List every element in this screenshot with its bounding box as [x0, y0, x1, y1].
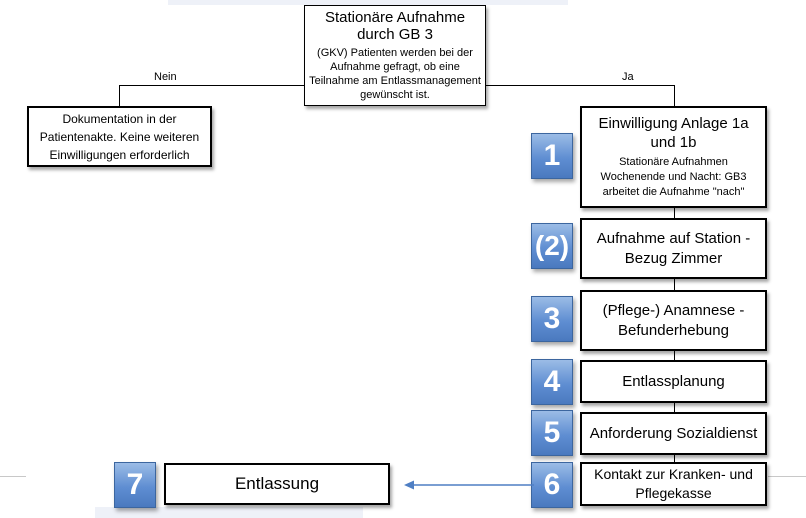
faint-divider-left: [0, 476, 26, 477]
step-1-box: Einwilligung Anlage 1a und 1b Stationäre…: [580, 106, 767, 208]
connector-step-5-6: [674, 454, 675, 462]
step-1-subtitle: Stationäre Aufnahmen Wochenende und Nach…: [600, 156, 747, 198]
admission-title-line1: Stationäre Aufnahme: [324, 9, 466, 26]
connector-right-horizontal: [484, 85, 674, 86]
connector-right-vertical: [674, 85, 675, 107]
background-band-bottom: [95, 507, 363, 518]
connector-step-4-5: [674, 402, 675, 413]
step-6-box: Kontakt zur Kranken- und Pflegekasse: [580, 462, 767, 506]
admission-title-line2: durch GB 3: [357, 26, 433, 43]
step-4-box: Entlassplanung: [580, 360, 767, 403]
branch-label-no: Nein: [154, 71, 177, 83]
step-1-title: Einwilligung Anlage 1a und 1b: [598, 115, 749, 151]
step-4-title: Entlassplanung: [622, 373, 725, 390]
connector-step-1-2: [674, 207, 675, 219]
arrow-to-discharge: [404, 480, 534, 490]
step-5-badge: 5: [531, 410, 573, 456]
connector-step-3-4: [674, 350, 675, 361]
discharge-title: Entlassung: [234, 474, 320, 493]
documentation-box: Dokumentation in der Patientenakte. Kein…: [27, 106, 212, 167]
step-3-box: (Pflege-) Anamnese - Befunderhebung: [580, 290, 767, 351]
step-6-title: Kontakt zur Kranken- und Pflegekasse: [594, 466, 753, 501]
step-2-box: Aufnahme auf Station - Bezug Zimmer: [580, 218, 767, 279]
admission-body: (GKV) Patienten werden bei der Aufnahme …: [309, 47, 481, 101]
step-1-badge: 1: [531, 133, 573, 179]
step-4-badge: 4: [531, 359, 573, 405]
documentation-text: Dokumentation in der Patientenakte. Kein…: [39, 111, 200, 162]
step-2-badge: (2): [531, 223, 573, 269]
background-band-top: [168, 0, 568, 5]
step-3-badge: 3: [531, 296, 573, 342]
branch-label-yes: Ja: [622, 71, 634, 83]
connector-left-vertical: [119, 85, 120, 106]
step-6-badge: 6: [531, 462, 573, 508]
step-5-box: Anforderung Sozialdienst: [580, 412, 767, 455]
step-7-badge: 7: [114, 462, 156, 508]
step-5-title: Anforderung Sozialdienst: [589, 425, 758, 442]
connector-left-horizontal: [119, 85, 305, 86]
discharge-box: Entlassung: [164, 463, 390, 505]
faint-divider-right: [768, 476, 806, 477]
admission-box: Stationäre Aufnahme durch GB 3 (GKV) Pat…: [304, 5, 486, 106]
step-3-title: (Pflege-) Anamnese - Befunderhebung: [602, 301, 745, 339]
connector-step-2-3: [674, 278, 675, 291]
step-2-title: Aufnahme auf Station - Bezug Zimmer: [596, 229, 751, 267]
